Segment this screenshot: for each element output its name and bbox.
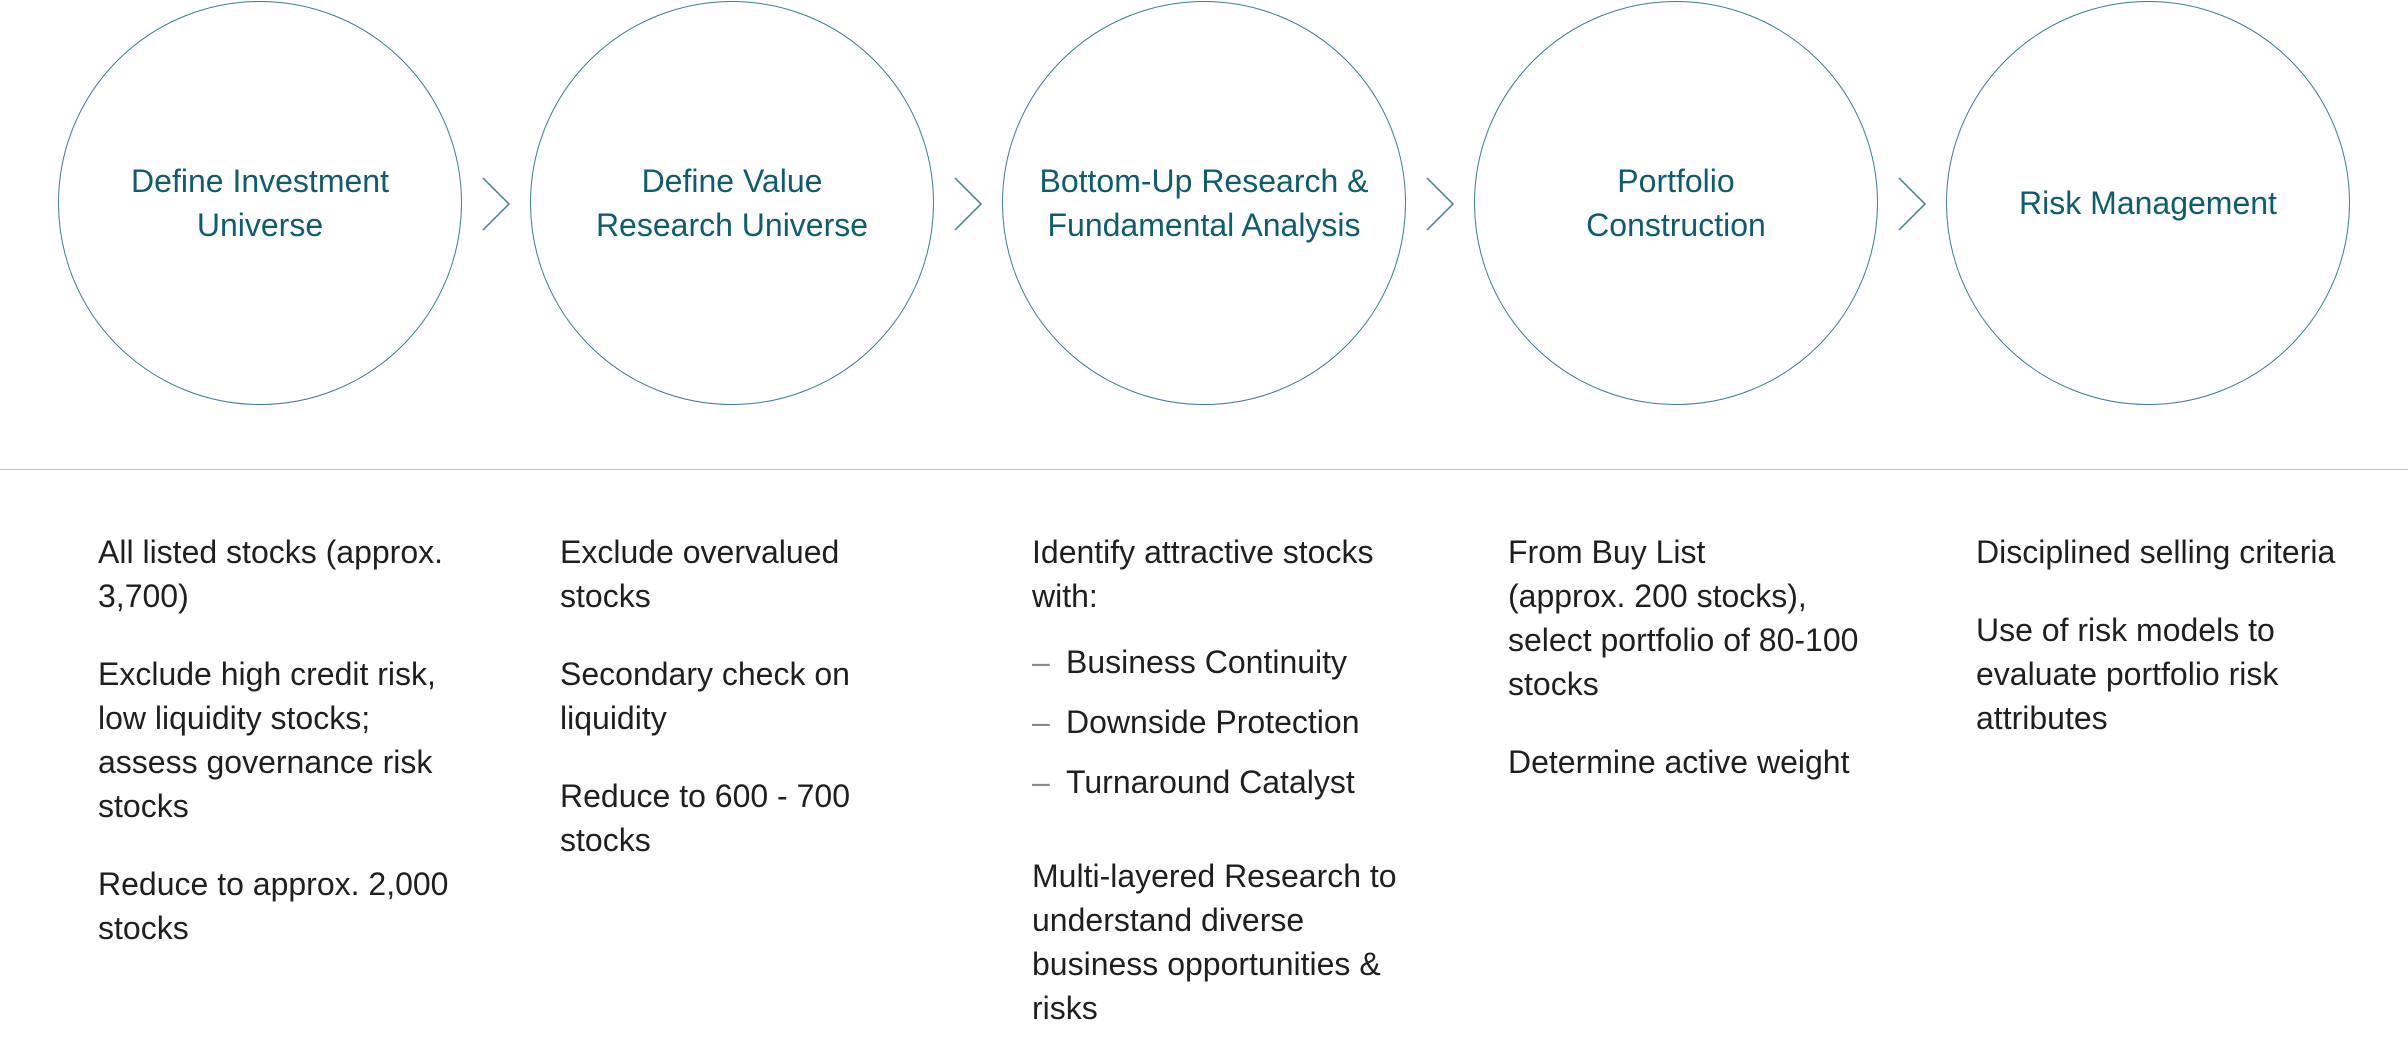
step-label: Portfolio Construction [1506,159,1846,247]
step-label-line2: Construction [1586,207,1766,243]
list-item-label: Business Continuity [1066,644,1348,680]
step-label: Define Investment Universe [90,159,430,247]
section-divider [0,469,2408,470]
list-item: –Turnaround Catalyst [1032,760,1412,804]
detail-text: Disciplined selling criteria [1976,534,2336,570]
step-circle-define-investment-universe: Define Investment Universe [58,1,462,405]
dash-bullet: – [1032,764,1050,800]
chevron-right-icon [954,177,983,231]
step-circle-define-value-research-universe: Define Value Research Universe [530,1,934,405]
detail-text: Reduce to approx. 2,000 stocks [98,866,449,946]
detail-text: Multi-layered Research to understand div… [1032,858,1397,1026]
details-column-value-research-universe: Exclude overvalued stocks Secondary chec… [560,530,910,896]
details-column-investment-universe: All listed stocks (approx. 3,700) Exclud… [98,530,468,984]
step-label-line2: Fundamental Analysis [1047,207,1361,243]
dash-bullet: – [1032,704,1050,740]
list-item-label: Downside Protection [1066,704,1360,740]
details-column-portfolio-construction: From Buy List (approx. 200 stocks), sele… [1508,530,1888,818]
step-label: Define Value Research Universe [562,159,902,247]
detail-text: Determine active weight [1508,744,1850,780]
chevron-right-icon [482,177,511,231]
detail-text-line2: (approx. 200 stocks), select portfolio o… [1508,578,1859,702]
detail-text: Reduce to 600 - 700 stocks [560,778,850,858]
process-flow: Define Investment Universe Define Value … [0,0,2408,430]
list-item: –Downside Protection [1032,700,1412,744]
detail-text: Secondary check on liquidity [560,656,850,736]
step-label-line1: Risk Management [2019,185,2277,221]
step-label-line2: Universe [196,207,324,243]
step-circle-portfolio-construction: Portfolio Construction [1474,1,1878,405]
list-item: –Business Continuity [1032,640,1412,684]
step-label-line1: Define Value [641,163,823,199]
detail-text-line1: From Buy List [1508,534,1706,570]
step-label-line1: Portfolio [1617,163,1735,199]
detail-text: Use of risk models to evaluate portfolio… [1976,612,2279,736]
detail-text: From Buy List (approx. 200 stocks), sele… [1508,530,1888,706]
chevron-right-icon [1426,177,1455,231]
detail-text: All listed stocks (approx. 3,700) [98,534,444,614]
step-label: Bottom-Up Research & Fundamental Analysi… [1034,159,1374,247]
detail-text: Identify attractive stocks with: [1032,534,1374,614]
step-label-line1: Bottom-Up Research & [1039,163,1369,199]
step-circle-bottom-up-research: Bottom-Up Research & Fundamental Analysi… [1002,1,1406,405]
detail-text: Exclude overvalued stocks [560,534,840,614]
details-column-risk-management: Disciplined selling criteria Use of risk… [1976,530,2386,774]
criteria-list: –Business Continuity –Downside Protectio… [1032,640,1412,804]
step-label-line2: Research Universe [595,207,869,243]
details-column-bottom-up-research: Identify attractive stocks with: –Busine… [1032,530,1412,1064]
step-label-line1: Define Investment [131,163,389,199]
list-item-label: Turnaround Catalyst [1066,764,1355,800]
detail-text: Exclude high credit risk, low liquidity … [98,656,436,824]
step-label: Risk Management [1978,181,2318,225]
dash-bullet: – [1032,644,1050,680]
chevron-right-icon [1898,177,1927,231]
step-circle-risk-management: Risk Management [1946,1,2350,405]
